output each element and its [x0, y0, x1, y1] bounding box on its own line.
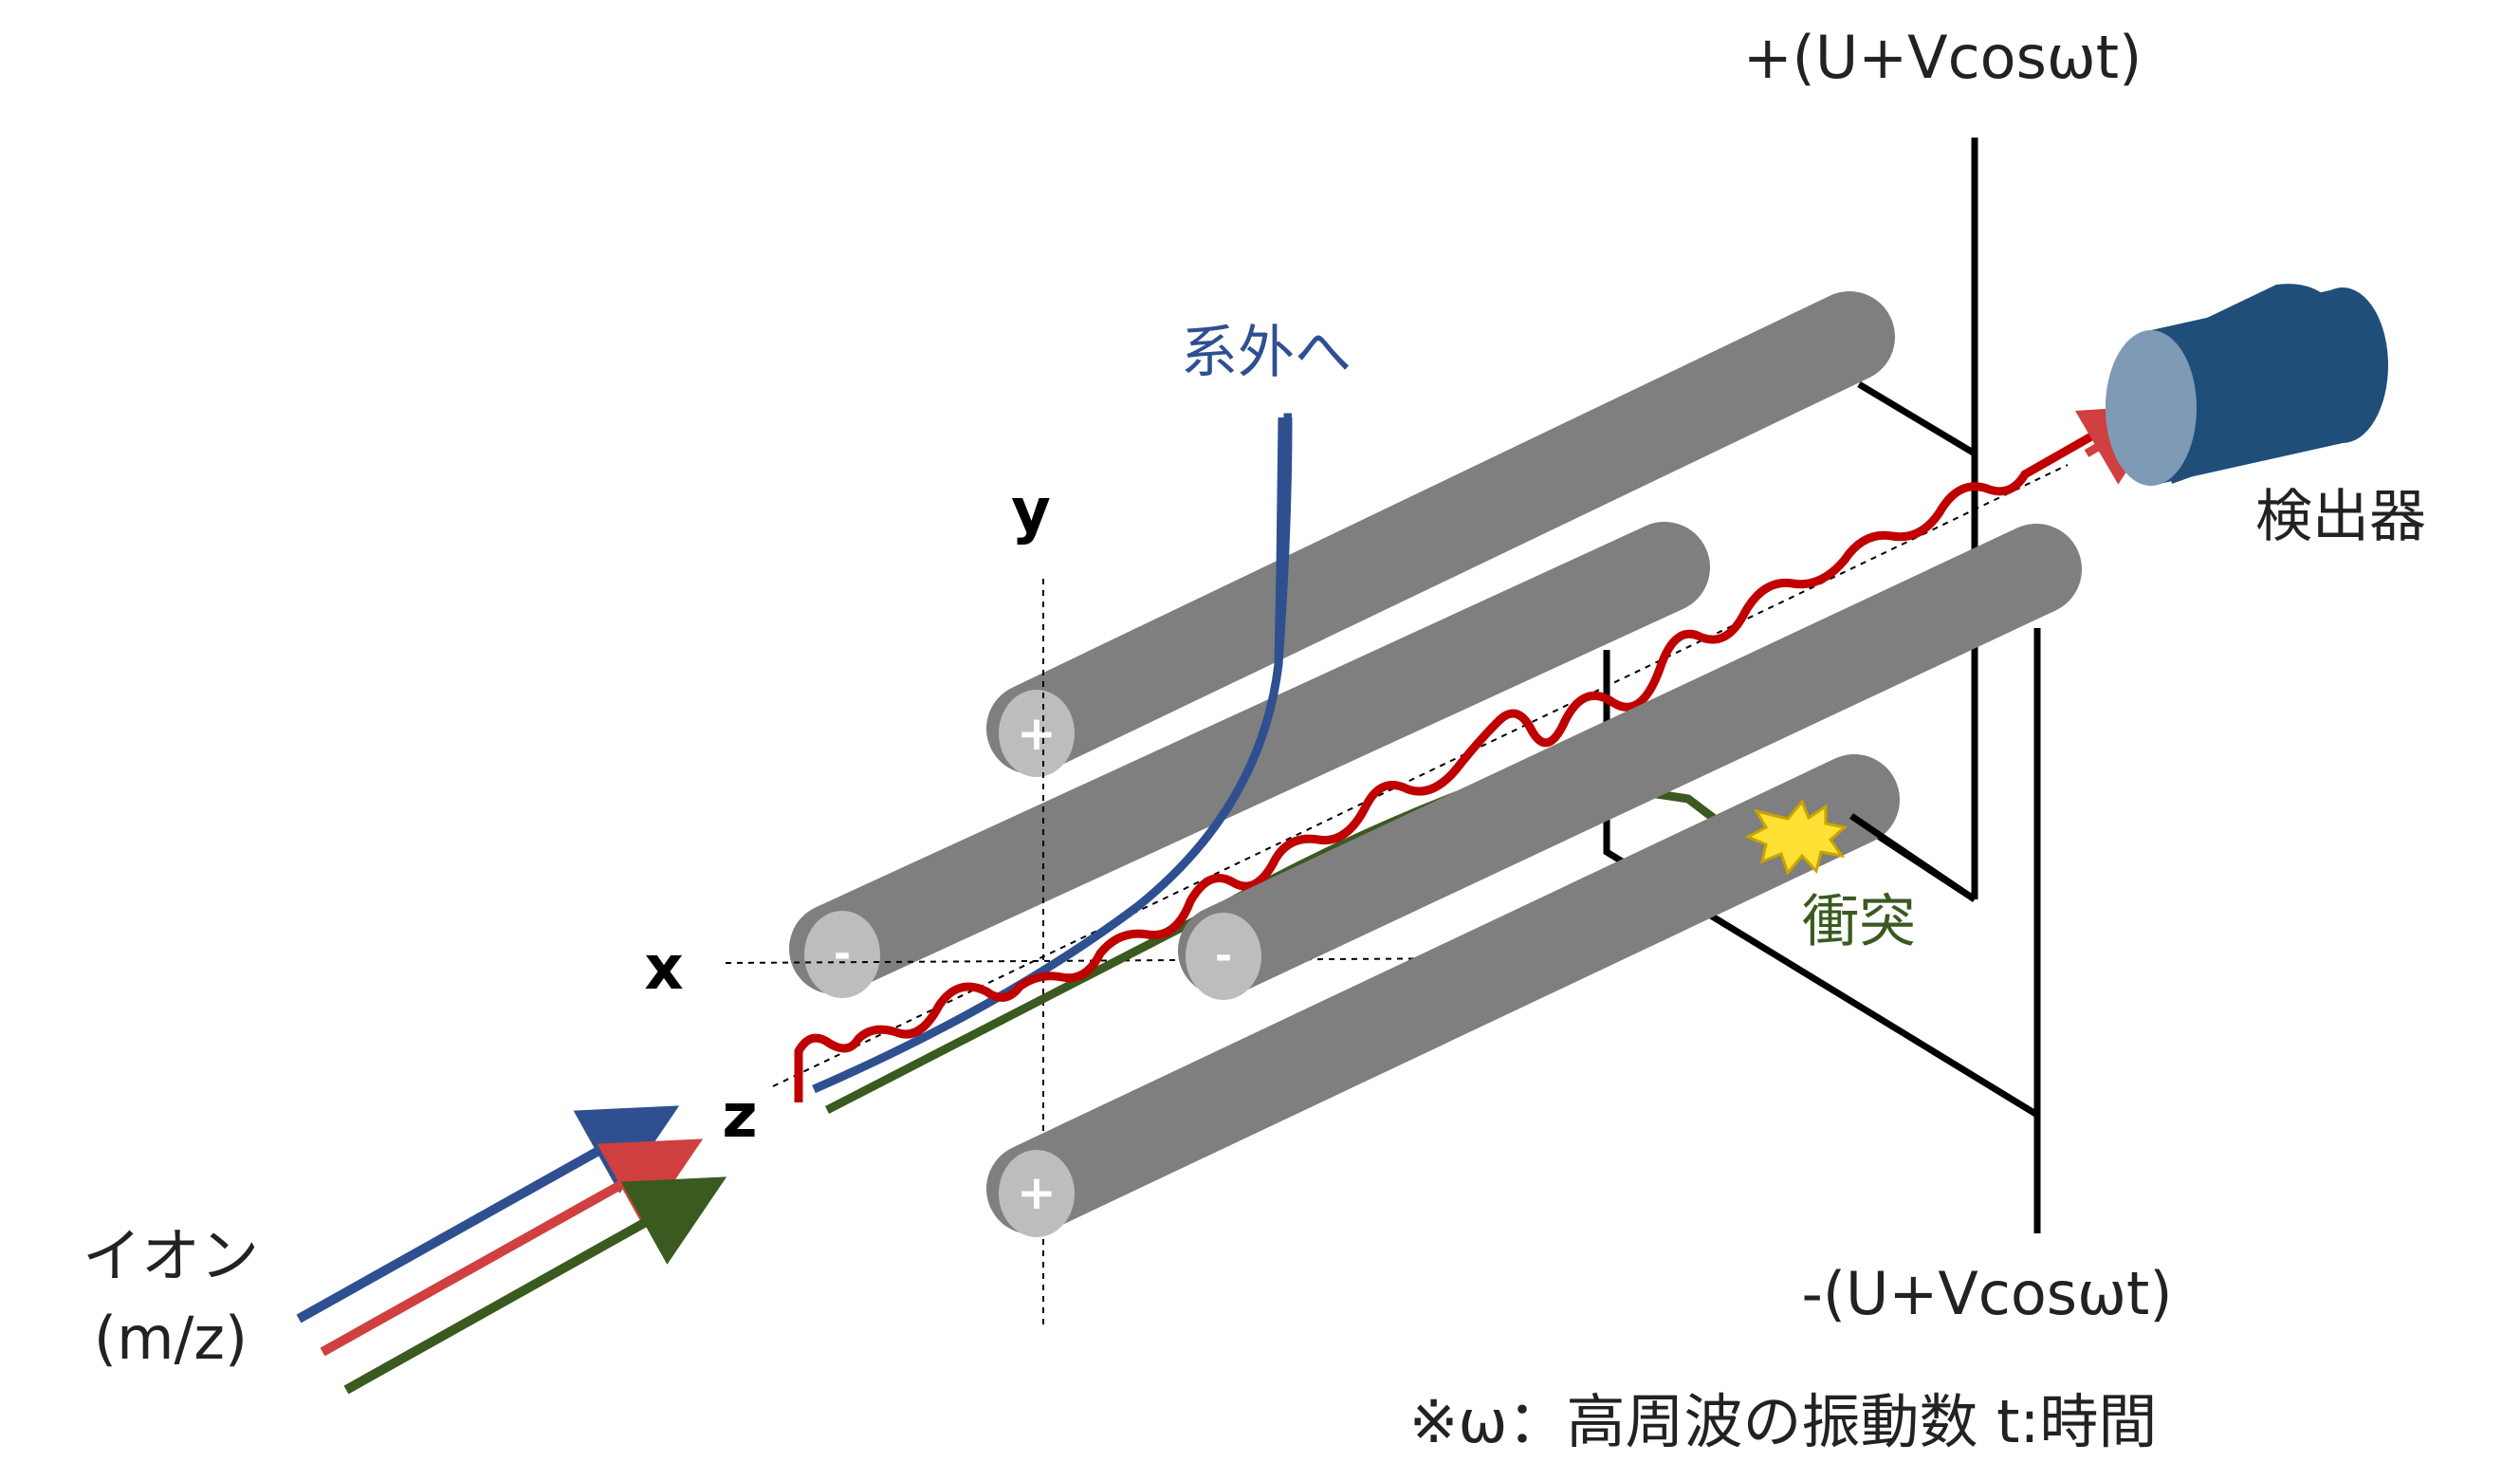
axis-y-label: y: [1011, 476, 1051, 546]
footnote: ※ω：高周波の振動数 t:時間: [1409, 1387, 2158, 1456]
incoming-ion-arrows: [296, 1105, 727, 1395]
rod-lower-sign: +: [1017, 1165, 1057, 1220]
detector-label: 検出器: [2255, 484, 2426, 550]
rod-upper-sign: +: [1017, 706, 1057, 761]
ion-arrow-red: [320, 1139, 704, 1357]
voltage-wires: [1603, 138, 2041, 1233]
rod-upper-end: [999, 690, 1075, 777]
axis-x-label: x: [644, 934, 683, 1004]
ion-arrow-green: [343, 1176, 727, 1395]
rod-right-end: [1186, 913, 1261, 1000]
detector-cylinder-icon: [2106, 284, 2388, 486]
axes: [725, 464, 2069, 1328]
trajectory-blue: [812, 413, 1293, 1094]
trajectory-blue-tail: [1274, 417, 1287, 665]
ion-arrow-blue: [296, 1105, 680, 1324]
wire-plus: [1857, 380, 1977, 457]
axis-x-line: [725, 957, 1481, 964]
ion-label-line1: イオン: [83, 1221, 259, 1290]
wire-lower-rod: [1849, 813, 1977, 902]
trajectory-red: [794, 414, 2127, 1102]
rod-left-end: [804, 911, 880, 998]
axis-z-label: z: [722, 1082, 757, 1152]
rod-right-sign: -: [1215, 932, 1232, 980]
voltage-plus-label: +(U+Vcosωt): [1743, 23, 2143, 92]
rod-right: -: [1178, 524, 2082, 1000]
rod-lower: +: [986, 754, 1900, 1237]
rod-upper: +: [986, 291, 1895, 777]
rod-lower-end: [999, 1150, 1075, 1237]
wire-minus-left: [1603, 650, 2039, 1118]
out-of-system-label: 系外へ: [1181, 320, 1352, 386]
collision-label: 衝突: [1802, 889, 1916, 955]
axis-z-line: [772, 464, 2069, 1087]
ion-label-line2: (m/z): [94, 1304, 248, 1373]
voltage-minus-label: -(U+Vcosωt): [1801, 1259, 2172, 1328]
rod-left-sign: -: [834, 930, 851, 978]
collision-burst-icon: [1744, 799, 1849, 876]
